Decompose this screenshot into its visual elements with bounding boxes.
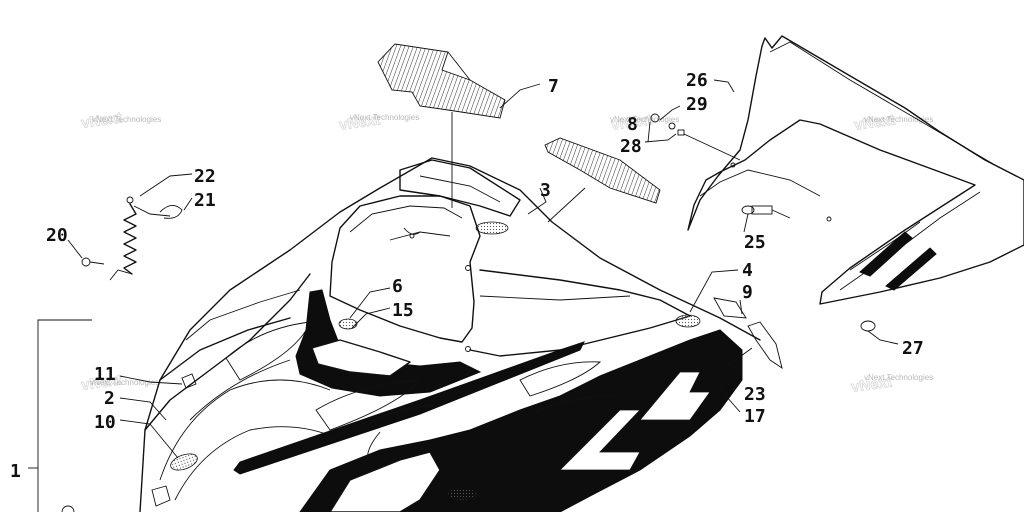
zr-letter-r: [639, 371, 711, 421]
spring-assembly[interactable]: [67, 173, 193, 281]
callout-2: 2: [104, 388, 115, 409]
callout-8: 8: [627, 114, 638, 135]
leader-lines: [119, 187, 753, 459]
decal-part-9: [713, 297, 747, 319]
svg-text:vNext Technologies: vNext Technologies: [92, 115, 161, 124]
washer-part-29: [650, 113, 660, 123]
assembly-bracket: [28, 319, 92, 512]
svg-text:vNext Technologies: vNext Technologies: [350, 113, 419, 122]
callout-26: 26: [686, 70, 708, 91]
decal-part-6-oval: [338, 318, 358, 330]
watermark-2: vNext vNext Technologies: [338, 111, 419, 134]
callout-27: 27: [902, 338, 924, 359]
screw-part-28: [677, 129, 685, 136]
nut-part-8: [668, 122, 676, 130]
trim-part-23: [747, 321, 783, 370]
callout-7: 7: [548, 76, 559, 97]
grommet-part-25[interactable]: [741, 205, 791, 233]
callout-11: 11: [94, 364, 116, 385]
callout-6: 6: [392, 276, 403, 297]
svg-text:vNext Technologies: vNext Technologies: [610, 115, 679, 124]
callout-25: 25: [744, 232, 766, 253]
callout-1: 1: [10, 461, 21, 482]
callout-3: 3: [540, 180, 551, 201]
callout-10: 10: [94, 412, 116, 433]
windshield-hardware[interactable]: [644, 105, 741, 161]
decal-part-10-oval: [170, 453, 198, 471]
svg-text:vNext: vNext: [80, 371, 123, 394]
svg-text:vNext Technologies: vNext Technologies: [90, 378, 159, 387]
callout-23: 23: [744, 384, 766, 405]
decal-part-3-oval: [475, 221, 509, 235]
callout-21: 21: [194, 190, 216, 211]
watermarks: vNext vNext Technologies vNext vNext Tec…: [80, 109, 933, 396]
callout-9: 9: [742, 282, 753, 303]
svg-text:vNext: vNext: [80, 109, 123, 132]
decal-part-7[interactable]: [377, 43, 541, 208]
strip-decal[interactable]: [544, 137, 661, 223]
callout-22: 22: [194, 166, 216, 187]
watermark-3: vNext vNext Technologies: [610, 111, 679, 134]
clip-part-11: [181, 373, 197, 389]
svg-text:vNext: vNext: [853, 111, 896, 134]
windshield-part-26[interactable]: [687, 35, 1024, 305]
watermark-4: vNext vNext Technologies: [853, 111, 933, 134]
svg-text:vNext: vNext: [850, 373, 893, 396]
callout-15: 15: [392, 300, 414, 321]
svg-text:vNext: vNext: [610, 111, 653, 134]
decal-part-4-oval: [675, 314, 701, 328]
callout-17: 17: [744, 406, 766, 427]
callout-4: 4: [742, 260, 753, 281]
callout-29: 29: [686, 94, 708, 115]
callout-28: 28: [620, 136, 642, 157]
callout-20: 20: [46, 225, 68, 246]
svg-text:vNext Technologies: vNext Technologies: [864, 115, 933, 124]
decal-lower-oval: [447, 487, 477, 501]
bolt-part-20: [81, 257, 91, 267]
svg-text:vNext: vNext: [338, 111, 381, 134]
watermark-1: vNext vNext Technologies: [80, 109, 161, 132]
zr-letter-z: [559, 409, 641, 471]
callouts: 1 2 3 4 6 7 8 9 10 11 15 17 20 21 22 23 …: [10, 70, 924, 482]
hood-body-part-1[interactable]: [61, 157, 783, 512]
svg-text:vNext Technologies: vNext Technologies: [864, 373, 933, 382]
grommet-part-27[interactable]: [860, 320, 899, 345]
watermark-8: vNext vNext Technologies: [850, 373, 933, 396]
watermark-5: vNext vNext Technologies: [80, 371, 159, 394]
